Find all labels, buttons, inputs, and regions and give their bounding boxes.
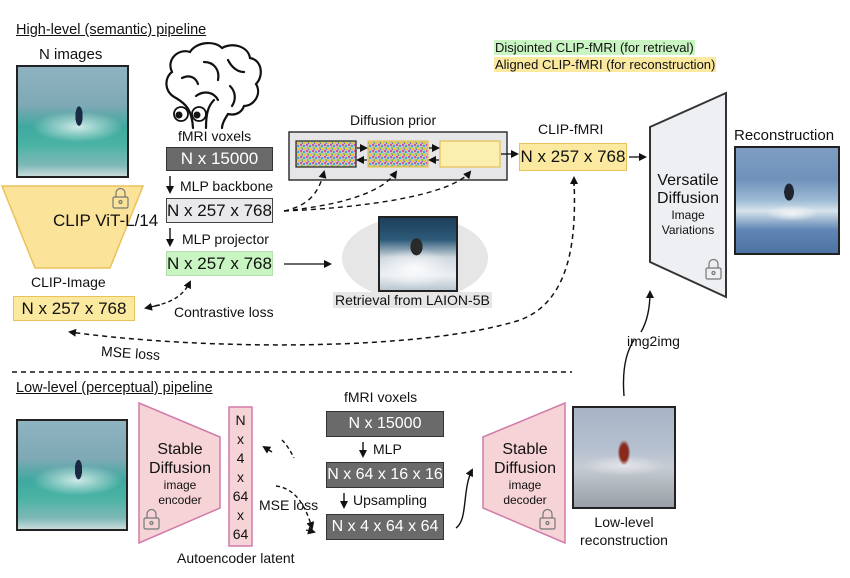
lock-icon [112, 187, 129, 209]
low-mse-loss-label: MSE loss [259, 497, 319, 513]
denoised-latent [439, 140, 501, 168]
retrieval-label: Retrieval from LAION-5B [333, 292, 492, 308]
lock-icon [705, 258, 722, 280]
latent-char: 64 [232, 488, 249, 504]
clip-fmri-label: CLIP-fMRI [538, 121, 604, 137]
backbone-conditioning-arrows [283, 170, 472, 212]
brain-icon [165, 42, 262, 130]
mlp-backbone-label: MLP backbone [180, 178, 274, 194]
latent-to-decoder-arrow [455, 468, 473, 529]
clip-fmri-box: N x 257 x 768 [519, 143, 627, 171]
sd-encoder-shape [138, 401, 221, 545]
retrieved-image [378, 216, 458, 292]
encoder-line2: Diffusion [149, 460, 211, 477]
mlp-output-box: N x 64 x 16 x 16 [326, 462, 444, 488]
clip-encoder-label: CLIP ViT-L/14 [53, 211, 159, 230]
fmri-voxels-box: N x 15000 [166, 147, 273, 171]
diffusion-prior-label: Diffusion prior [350, 112, 437, 128]
low-mse-loss-arrowhead-up [281, 439, 295, 459]
versatile-line4: Variations [661, 223, 715, 237]
clip-image-label: CLIP-Image [31, 274, 106, 290]
mse-loss-arrow [68, 179, 576, 346]
low-recon-line1: Low-level [594, 514, 654, 530]
input-image [16, 65, 129, 178]
low-recon-line2: reconstruction [580, 532, 668, 548]
low-fmri-voxels-box: N x 15000 [326, 411, 444, 437]
decoder-line3: image [508, 478, 542, 492]
low-input-image [16, 419, 128, 531]
sd-encoder-text: Stable Diffusion image encoder [139, 440, 221, 508]
autoencoder-latent-label: Autoencoder latent [177, 550, 295, 566]
decoder-line4: decoder [503, 493, 547, 507]
versatile-line2: Diffusion [657, 190, 719, 207]
clip-image-box: N x 257 x 768 [13, 296, 135, 321]
fmri-voxels-label: fMRI voxels [178, 128, 252, 144]
noise-latent-1 [295, 140, 357, 168]
latent-char: x [237, 507, 244, 523]
decoder-line2: Diffusion [494, 460, 556, 477]
encoder-line3: image [163, 478, 197, 492]
low-fmri-voxels-label: fMRI voxels [344, 389, 418, 405]
low-level-recon-image [572, 406, 676, 509]
reconstruction-label: Reconstruction [734, 127, 835, 144]
low-mse-arrowhead-left [262, 445, 273, 454]
prior-step-arrows [356, 144, 440, 164]
low-level-recon-label: Low-level reconstruction [566, 513, 682, 549]
decoder-line1: Stable [502, 441, 548, 458]
backbone-output-box: N x 257 x 768 [166, 198, 273, 223]
high-level-title: High-level (semantic) pipeline [16, 22, 207, 38]
versatile-line1: Versatile [657, 172, 719, 189]
eyes-icon [173, 106, 207, 122]
latent-char: x [237, 431, 244, 447]
versatile-line3: Image [671, 208, 705, 222]
img2img-label: img2img [627, 333, 680, 349]
noise-latent-2 [367, 140, 429, 168]
low-level-title: Low-level (perceptual) pipeline [16, 380, 213, 396]
clip-encoder-shape [0, 185, 145, 269]
lock-icon [539, 508, 556, 530]
sd-decoder-shape [482, 401, 566, 545]
lock-icon [143, 508, 160, 530]
legend-aligned: Aligned CLIP-fMRI (for reconstruction) [494, 57, 717, 72]
reconstruction-image [734, 146, 840, 255]
contrastive-loss-label: Contrastive loss [174, 304, 274, 320]
n-images-label: N images [39, 46, 103, 63]
versatile-diffusion-text: Versatile Diffusion Image Variations [650, 172, 726, 238]
mlp-projector-label: MLP projector [182, 231, 269, 247]
latent-char: N [235, 412, 246, 428]
encoder-line4: encoder [158, 493, 202, 507]
upsampling-label: Upsampling [353, 492, 427, 508]
projector-output-box: N x 257 x 768 [166, 251, 273, 276]
mlp-label: MLP [373, 441, 402, 457]
contrastive-loss-arrowhead-left [144, 302, 161, 311]
sd-decoder-text: Stable Diffusion image decoder [484, 440, 566, 508]
img2img-arrow [622, 292, 650, 397]
autoencoder-latent-box [228, 406, 253, 547]
upsampled-box: N x 4 x 64 x 64 [326, 514, 444, 540]
encoder-line1: Stable [157, 441, 203, 458]
latent-char: x [237, 469, 244, 485]
latent-char: 64 [232, 526, 249, 542]
latent-shape-text: N x 4 x 64 x 64 [229, 411, 252, 544]
versatile-diffusion-shape [649, 91, 727, 299]
legend-disjointed: Disjointed CLIP-fMRI (for retrieval) [494, 40, 695, 55]
low-mse-loss-arrow [275, 485, 315, 530]
low-mse-arrowhead-right [305, 526, 316, 535]
latent-char: 4 [236, 450, 245, 466]
